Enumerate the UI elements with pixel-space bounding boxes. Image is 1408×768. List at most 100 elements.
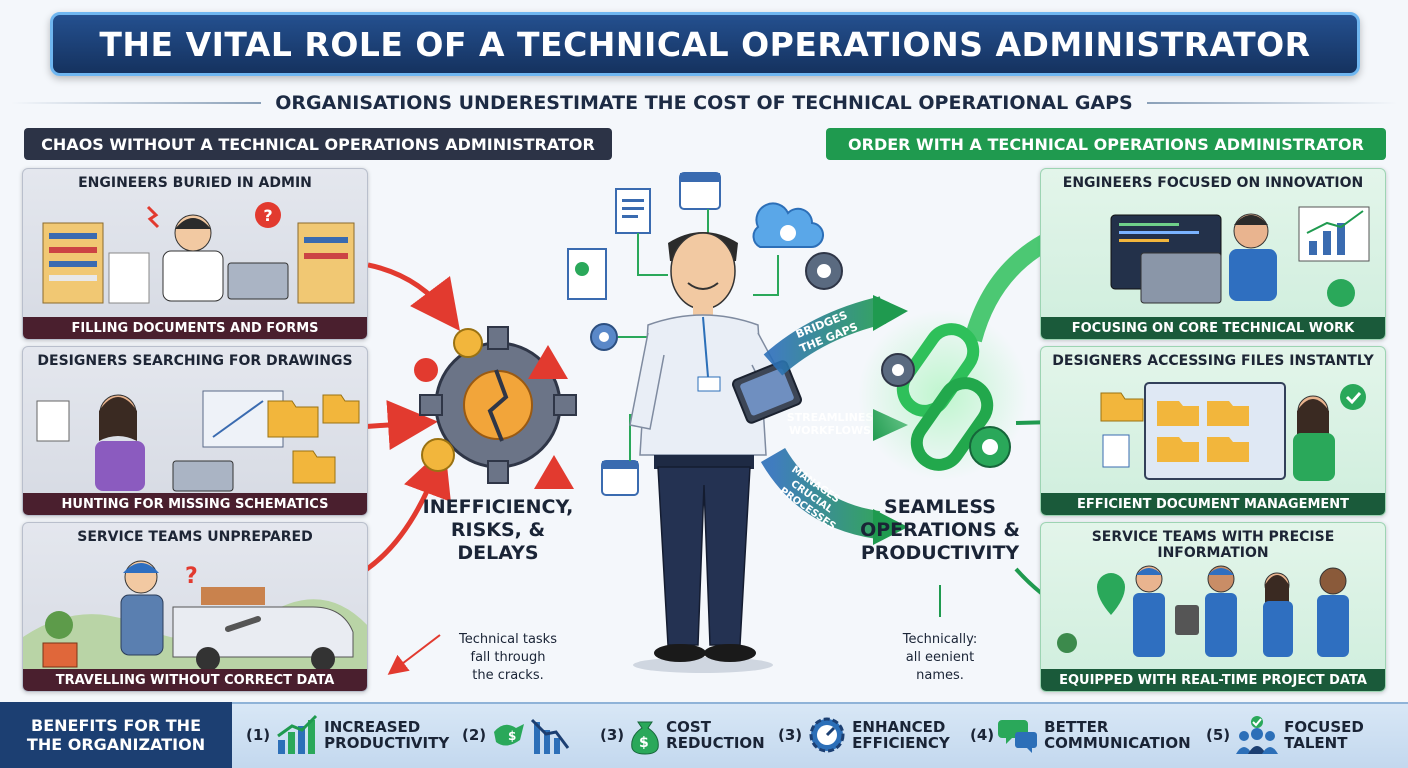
svg-text:?: ?	[185, 564, 198, 589]
benefit-number: (3)	[778, 726, 803, 744]
panel-title: ENGINEERS FOCUSED ON INNOVATION	[1062, 175, 1364, 191]
panel-title: DESIGNERS ACCESSING FILES INSTANTLY	[1052, 353, 1374, 369]
technician-4	[1317, 567, 1349, 657]
left-panel-engineers: ENGINEERS BURIED IN ADMIN ? FILLING DOCU…	[22, 168, 368, 340]
green-arrow-mid	[1015, 420, 1040, 425]
red-arrow-1	[368, 262, 461, 331]
benefit-label: INCREASED PRODUCTIVITY	[324, 717, 450, 752]
page-title: THE VITAL ROLE OF A TECHNICAL OPERATIONS…	[99, 24, 1311, 64]
panel-title: DESIGNERS SEARCHING FOR DRAWINGS	[37, 353, 353, 369]
calendar-icon	[679, 172, 721, 210]
benefit-number: (2)	[462, 726, 487, 744]
chain-link-icon	[896, 323, 994, 471]
benefit-label-line-2: TALENT	[1284, 734, 1348, 752]
benefits-heading: BENEFITS FOR THE THE ORGANIZATION	[0, 702, 232, 768]
left-section-heading: CHAOS WITHOUT A TECHNICAL OPERATIONS ADM…	[24, 128, 612, 160]
subtitle-rule-right	[1146, 102, 1397, 104]
note-left-arrow	[387, 634, 441, 675]
chat-bubbles-icon	[998, 720, 1038, 753]
benefit-item-talent: (5) FOCUSED TALENT	[1206, 710, 1364, 760]
svg-text:$: $	[639, 735, 649, 751]
svg-text:?: ?	[263, 206, 272, 225]
seamless-line-2: OPERATIONS &	[860, 519, 1020, 541]
technician-3	[1263, 572, 1293, 657]
benefit-item-2: (2) $	[462, 710, 574, 760]
designer-accessing-files-illustration	[1100, 382, 1366, 481]
note-right-line-3: names.	[916, 668, 964, 683]
engineer-focused-illustration	[1110, 206, 1370, 307]
benefit-label-line-2: REDUCTION	[666, 734, 765, 752]
right-panel-engineers: ENGINEERS FOCUSED ON INNOVATION FOCUSING…	[1040, 168, 1386, 340]
note-left-line-1: Technical tasks	[458, 632, 557, 647]
panel-caption: EQUIPPED WITH REAL-TIME PROJECT DATA	[1041, 669, 1385, 691]
green-arrow-down	[1014, 567, 1040, 595]
inefficiency-line-1: INEFFICIENCY,	[423, 496, 574, 518]
benefit-label-line-1: INCREASED	[324, 717, 421, 736]
benefit-item-cost: (3) $ COST REDUCTION	[600, 710, 765, 760]
benefit-number: (3)	[600, 726, 625, 744]
benefit-label-line-1: ENHANCED	[852, 717, 946, 736]
note-right-line-2: all eenient	[906, 650, 975, 665]
technician-2	[1205, 565, 1237, 657]
right-section-heading-text: ORDER WITH A TECHNICAL OPERATIONS ADMINI…	[848, 134, 1364, 154]
benefit-label-line-1: COST	[666, 717, 711, 736]
arrow-2-line-1: STREAMLINES	[787, 411, 874, 424]
benefit-item-efficiency: (3) ENHANCED EFFICIENCY	[778, 710, 950, 760]
panel-caption: FOCUSING ON CORE TECHNICAL WORK	[1041, 317, 1385, 339]
seamless-line-3: PRODUCTIVITY	[861, 542, 1020, 564]
technician-1	[1133, 565, 1165, 657]
benefit-item-communication: (4) BETTER COMMUNICATION	[970, 710, 1191, 760]
gear-gauge-icon	[809, 717, 845, 753]
left-panel-designers: DESIGNERS SEARCHING FOR DRAWINGS HUNTING…	[22, 346, 368, 516]
note-right-line-1: Technically:	[902, 632, 977, 647]
panel-title: ENGINEERS BURIED IN ADMIN	[78, 175, 312, 191]
svg-text:$: $	[508, 729, 516, 743]
benefits-heading-line-2: THE ORGANIZATION	[26, 735, 206, 754]
benefit-label: BETTER COMMUNICATION	[1044, 717, 1191, 752]
benefits-heading-line-1: BENEFITS FOR THE	[31, 715, 201, 735]
note-left-line-2: fall through	[471, 650, 546, 665]
cloud-gear-icon	[752, 202, 824, 249]
panel-caption: FILLING DOCUMENTS AND FORMS	[23, 317, 367, 339]
right-panel-service: SERVICE TEAMS WITH PRECISE INFORMATION E…	[1040, 522, 1386, 692]
inefficiency-line-2: RISKS, &	[451, 519, 545, 541]
inefficiency-line-3: DELAYS	[457, 542, 538, 564]
note-left-line-3: the cracks.	[472, 668, 544, 683]
arrow-manages	[760, 447, 881, 539]
benefit-label: COST REDUCTION	[666, 717, 765, 752]
gear-icon	[881, 353, 1011, 468]
red-arrow-2	[368, 400, 438, 450]
red-arrow-3	[368, 446, 451, 572]
right-section-heading: ORDER WITH A TECHNICAL OPERATIONS ADMINI…	[826, 128, 1386, 160]
warning-icon	[414, 345, 574, 489]
panel-title: SERVICE TEAMS WITH PRECISE INFORMATION	[1091, 529, 1335, 561]
connector-lines	[618, 209, 779, 461]
service-team-equipped-illustration	[1057, 565, 1349, 657]
team-icon	[1236, 716, 1279, 754]
right-panel-designers: DESIGNERS ACCESSING FILES INSTANTLY EFFI…	[1040, 346, 1386, 516]
coin-icon	[421, 328, 483, 472]
document-icon	[615, 188, 651, 234]
broken-gear-icon	[419, 326, 577, 484]
benefit-label-line-1: BETTER	[1044, 717, 1109, 736]
benefit-label-line-2: PRODUCTIVITY	[324, 734, 450, 752]
benefit-label: ENHANCED EFFICIENCY	[852, 717, 950, 752]
subtitle-rule-left	[11, 102, 262, 104]
seamless-line-1: SEAMLESS	[884, 496, 996, 518]
growth-chart-icon	[277, 714, 318, 754]
arrow-bridges-gaps	[763, 296, 887, 376]
money-decline-icon: $	[494, 718, 570, 754]
left-section-heading-text: CHAOS WITHOUT A TECHNICAL OPERATIONS ADM…	[41, 134, 595, 154]
benefit-number: (4)	[970, 726, 995, 744]
central-diagram: INEFFICIENCY, RISKS, & DELAYS Technical …	[368, 172, 1040, 683]
money-bag-icon: $	[631, 721, 659, 755]
benefit-item-productivity: (1) INCREASED PRODUCTIVITY	[246, 710, 449, 760]
benefit-label-line-2: EFFICIENCY	[852, 734, 950, 752]
benefit-label: FOCUSED TALENT	[1284, 718, 1364, 752]
designer-searching-illustration	[36, 390, 360, 492]
panel-caption: HUNTING FOR MISSING SCHEMATICS	[23, 493, 367, 515]
panel-caption: TRAVELLING WITHOUT CORRECT DATA	[23, 669, 367, 691]
benefit-number: (5)	[1206, 726, 1231, 744]
gear-icon	[590, 252, 843, 351]
engineer-overwhelmed-illustration: ?	[42, 202, 355, 304]
